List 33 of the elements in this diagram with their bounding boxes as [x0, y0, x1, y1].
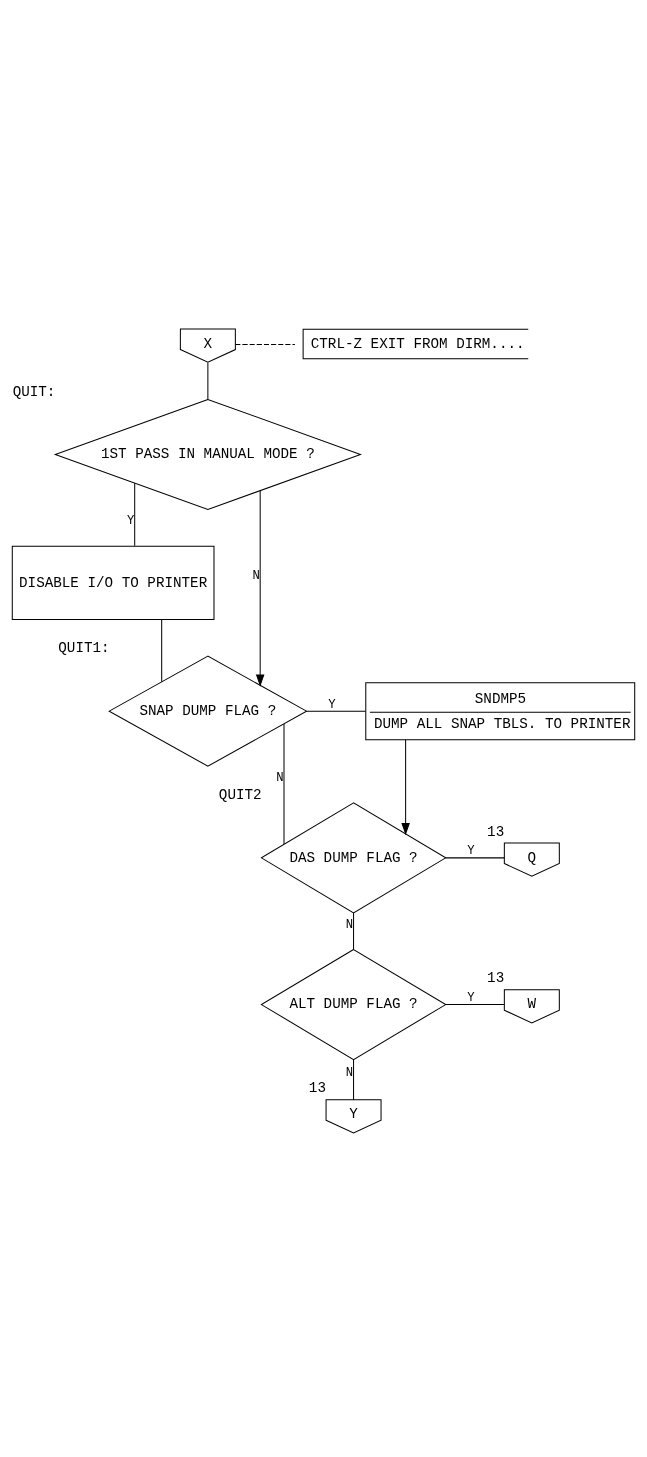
edge-label: Y: [467, 990, 475, 1005]
edge-label: N: [276, 770, 284, 785]
node-label: 13: [308, 1079, 326, 1096]
node-diamond: SNAP DUMP FLAG ?: [108, 655, 308, 767]
connector: [134, 482, 136, 546]
connector: [305, 710, 366, 712]
node-label: 13: [487, 823, 505, 840]
node-box: SNDMP5 DUMP ALL SNAP TBLS. TO PRINTER: [365, 681, 636, 740]
node-text: CTRL-Z EXIT FROM DIRM....: [310, 335, 525, 352]
node-label: QUIT1:: [58, 639, 110, 656]
edge-label: N: [345, 1065, 354, 1080]
node-label: QUIT2: [218, 786, 262, 803]
arrow: [255, 489, 265, 687]
connector: [353, 1058, 355, 1100]
edge-label: Y: [467, 843, 475, 858]
node-diamond: DAS DUMP FLAG ?: [260, 801, 447, 913]
node-box: DISABLE I/O TO PRINTER: [11, 545, 215, 620]
connector: [283, 722, 285, 845]
connector: [234, 343, 296, 345]
node-diamond: 1ST PASS IN MANUAL MODE ?: [53, 398, 362, 510]
edge-label: Y: [328, 697, 336, 712]
connector: [353, 911, 355, 950]
edge-label: N: [345, 917, 354, 932]
edge-label: Y: [126, 513, 135, 528]
edge-label: N: [252, 568, 260, 583]
node-diamond: ALT DUMP FLAG ?: [260, 948, 447, 1060]
connector: [445, 1003, 505, 1005]
arrow: [401, 738, 410, 835]
connector: [207, 361, 209, 400]
node-label: 13: [487, 969, 505, 986]
connector: [161, 618, 163, 682]
node-label: QUIT:: [12, 383, 56, 400]
connector: [445, 856, 505, 858]
